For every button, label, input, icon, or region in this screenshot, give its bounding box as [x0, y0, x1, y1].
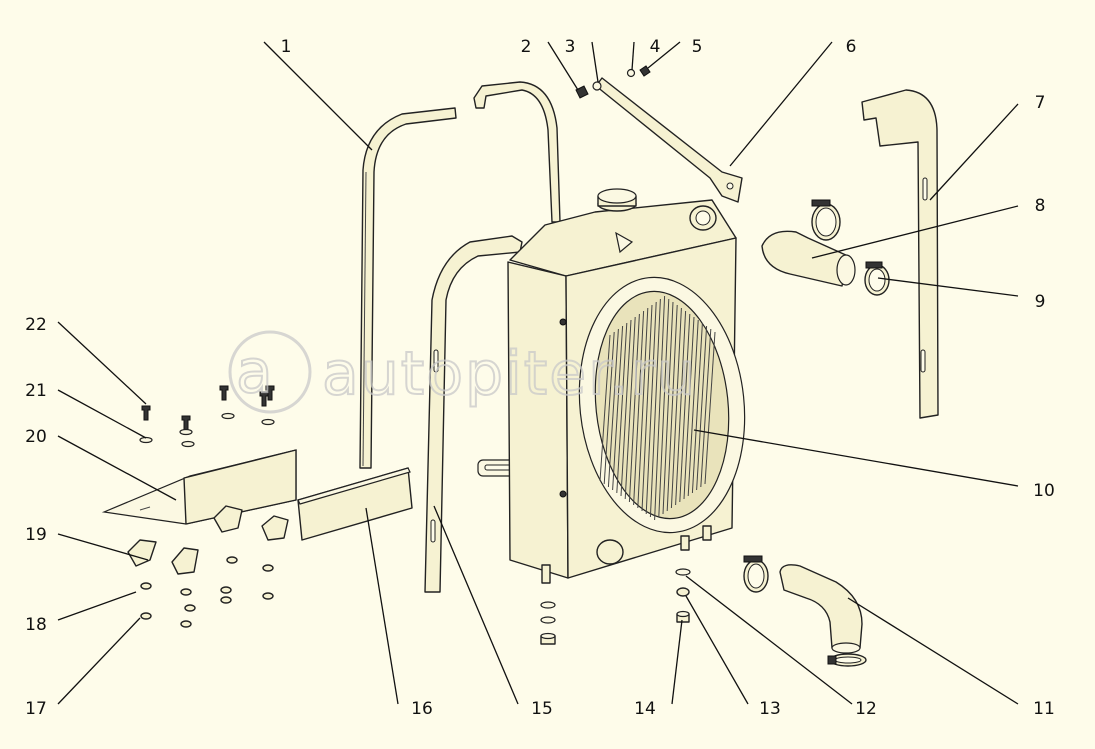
callout-7: 7 — [1035, 93, 1046, 113]
leader-lines — [57, 41, 1019, 705]
callout-5: 5 — [692, 37, 703, 57]
radiator-fins — [599, 295, 716, 521]
svg-text:a: a — [236, 337, 275, 407]
part-20-base-plate — [101, 449, 297, 525]
callout-22: 22 — [25, 315, 47, 335]
lower-stud-hardware — [540, 601, 556, 645]
callout-20: 20 — [25, 427, 47, 447]
callout-10: 10 — [1033, 481, 1055, 501]
part-11-lower-hose — [743, 555, 867, 667]
callout-3: 3 — [565, 37, 576, 57]
watermark-text: autopiter.ru — [322, 339, 697, 409]
part-10-radiator-core — [507, 188, 746, 584]
part-16-pad — [297, 467, 413, 541]
part-9-hose-clamp — [864, 261, 890, 296]
part-6-strap — [595, 77, 743, 203]
upper-tie-rod — [473, 81, 561, 223]
callout-14: 14 — [634, 699, 656, 719]
callout-1: 1 — [281, 37, 292, 57]
callout-9: 9 — [1035, 292, 1046, 312]
callout-6: 6 — [846, 37, 857, 57]
part-1-support-rod — [359, 107, 457, 469]
part-7-side-guard — [861, 89, 939, 419]
callout-19: 19 — [25, 525, 47, 545]
watermark: a autopiter.ru — [228, 330, 697, 414]
callout-11: 11 — [1033, 699, 1055, 719]
parts-12-14-hardware — [675, 568, 691, 623]
callout-12: 12 — [855, 699, 877, 719]
callout-4: 4 — [650, 37, 661, 57]
callout-21: 21 — [25, 381, 47, 401]
part-8-upper-hose — [761, 199, 856, 287]
callout-2: 2 — [521, 37, 532, 57]
callout-16: 16 — [411, 699, 433, 719]
callout-numbers: 1 2 3 4 5 6 7 8 9 10 11 12 13 14 15 16 1… — [25, 37, 1055, 719]
callout-8: 8 — [1035, 196, 1046, 216]
part-19-clips — [127, 505, 289, 575]
callout-17: 17 — [25, 699, 47, 719]
parts-2-5-fasteners — [575, 65, 651, 99]
callout-13: 13 — [759, 699, 781, 719]
parts-17-22-fasteners — [139, 385, 275, 628]
callout-18: 18 — [25, 615, 47, 635]
callout-15: 15 — [531, 699, 553, 719]
